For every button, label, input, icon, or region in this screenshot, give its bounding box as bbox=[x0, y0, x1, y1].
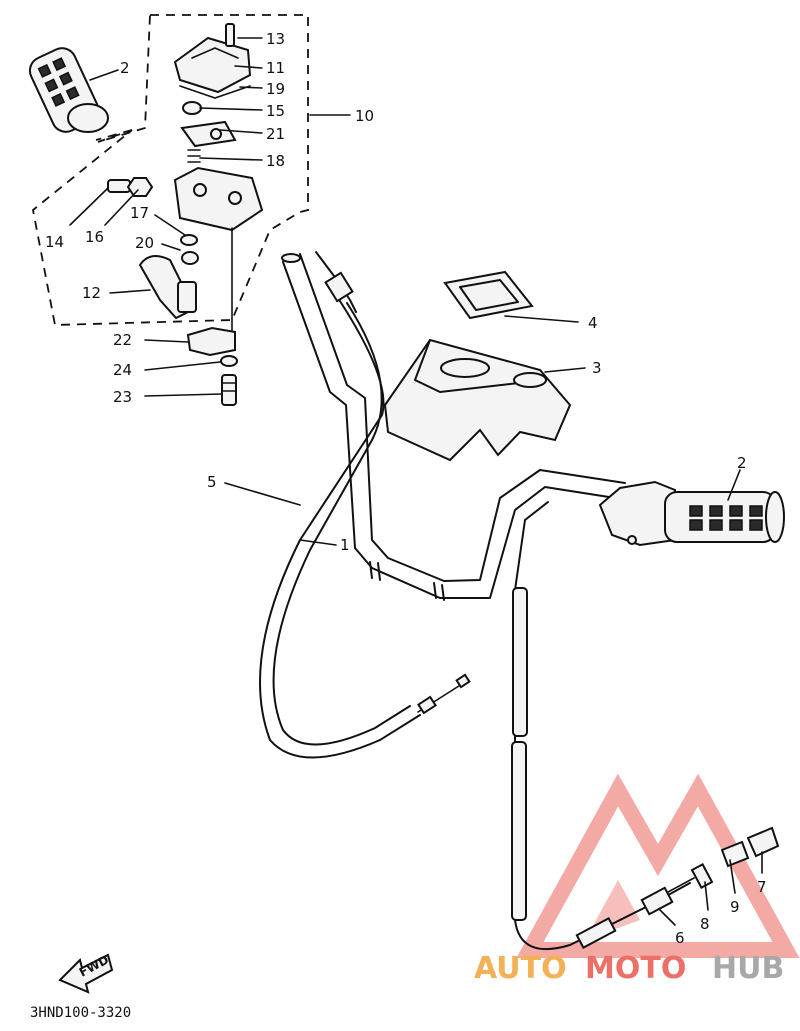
handlebar bbox=[281, 253, 629, 601]
label-part-7: 7 bbox=[757, 878, 767, 896]
label-part-8: 8 bbox=[700, 915, 710, 933]
label-part-3: 3 bbox=[592, 359, 602, 377]
label-part-20: 20 bbox=[135, 234, 154, 252]
label-part-15: 15 bbox=[266, 102, 285, 120]
small-parts-7-8-9 bbox=[690, 826, 780, 889]
diagram-code: 3HND100-3320 bbox=[30, 1005, 131, 1021]
label-part-6: 6 bbox=[675, 929, 685, 947]
cable-5 bbox=[259, 251, 471, 759]
label-part-13: 13 bbox=[266, 30, 285, 48]
switch-housing-parts bbox=[107, 23, 264, 406]
label-part-19: 19 bbox=[266, 80, 285, 98]
label-part-14: 14 bbox=[45, 233, 64, 251]
gasket-4 bbox=[443, 270, 534, 320]
left-grip bbox=[28, 47, 109, 133]
right-grip-assembly bbox=[598, 480, 785, 547]
throttle-cable-6 bbox=[511, 501, 695, 951]
watermark-hub: HUB bbox=[712, 951, 784, 986]
watermark-logo: AUTO MOTO HUB bbox=[474, 773, 800, 986]
label-part-22: 22 bbox=[113, 331, 132, 349]
label-part-10: 10 bbox=[355, 107, 374, 125]
handlebar-grip-bands bbox=[369, 561, 445, 601]
right-grip-pattern bbox=[689, 505, 763, 531]
part-labels: 2 13 11 19 15 21 18 10 17 14 16 20 12 22… bbox=[45, 30, 767, 947]
label-part-12: 12 bbox=[82, 284, 101, 302]
handlebar-cover-3 bbox=[383, 338, 572, 462]
label-part-11: 11 bbox=[266, 59, 285, 77]
watermark-auto: AUTO bbox=[474, 951, 567, 986]
label-part-23: 23 bbox=[113, 388, 132, 406]
label-part-2-left: 2 bbox=[120, 59, 130, 77]
leader-lines bbox=[69, 37, 763, 926]
watermark-moto: MOTO bbox=[585, 951, 686, 986]
label-part-17: 17 bbox=[130, 204, 149, 222]
label-part-4: 4 bbox=[588, 314, 598, 332]
label-part-16: 16 bbox=[85, 228, 104, 246]
label-part-18: 18 bbox=[266, 152, 285, 170]
label-part-5: 5 bbox=[207, 473, 217, 491]
switch-assembly-boundary bbox=[32, 14, 309, 326]
label-part-2-right: 2 bbox=[737, 454, 747, 472]
label-part-9: 9 bbox=[730, 898, 740, 916]
label-part-21: 21 bbox=[266, 125, 285, 143]
label-part-1: 1 bbox=[340, 536, 350, 554]
label-part-24: 24 bbox=[113, 361, 132, 379]
fwd-arrow: FWD bbox=[58, 953, 114, 994]
